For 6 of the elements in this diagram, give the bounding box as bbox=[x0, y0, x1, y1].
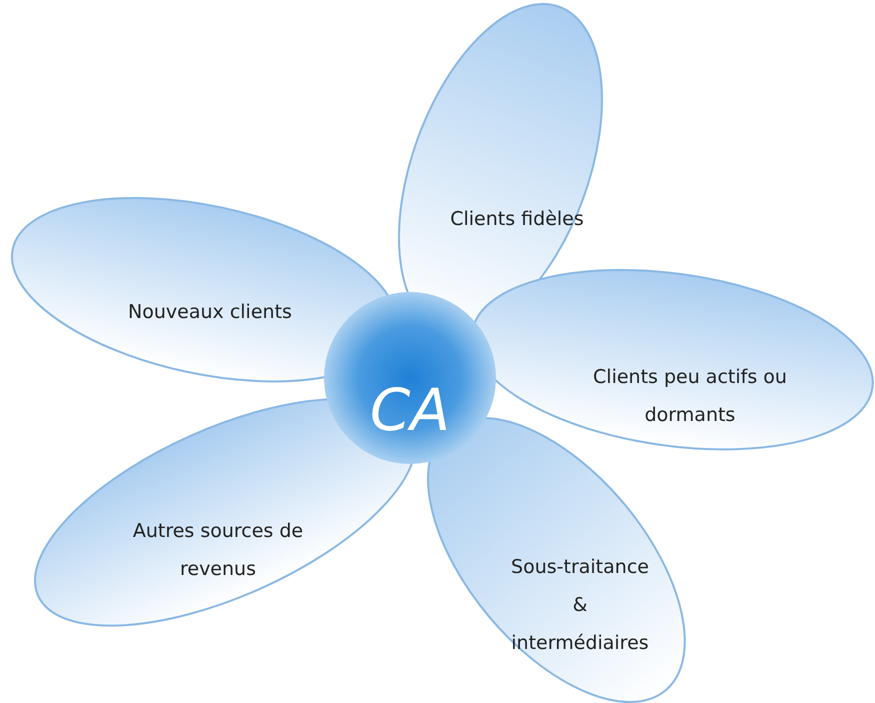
petal-label: Nouveaux clients bbox=[127, 300, 293, 325]
center-label: CA bbox=[368, 378, 452, 442]
petal-label: Sous-traitance & intermédiaires bbox=[510, 554, 650, 656]
petal-label: Clients fidèles bbox=[449, 206, 585, 232]
petal-label: Clients peu actifs ou dormants bbox=[592, 364, 788, 428]
petal-label: Autres sources de revenus bbox=[132, 518, 304, 582]
